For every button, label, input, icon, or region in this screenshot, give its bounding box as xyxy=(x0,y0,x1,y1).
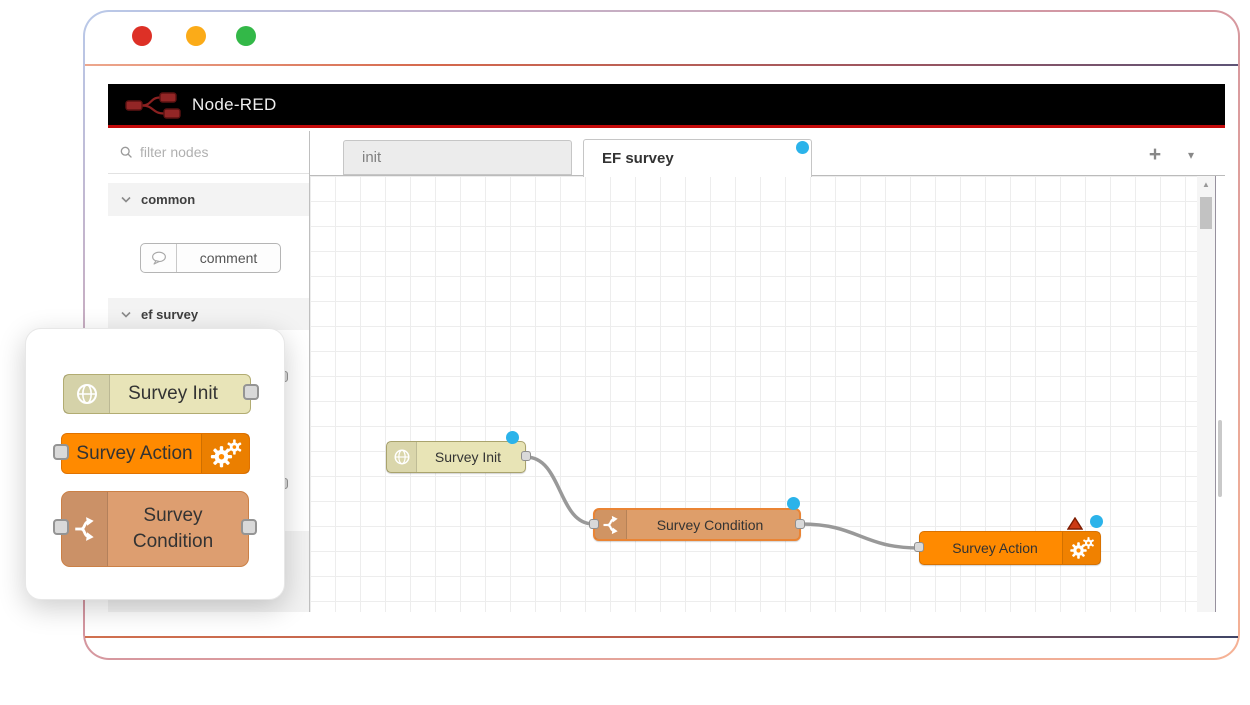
palette-category-common[interactable]: common xyxy=(108,183,309,216)
window-top-divider xyxy=(85,64,1238,66)
flow-node-survey-init[interactable]: Survey Init xyxy=(386,441,531,473)
palette-category-ef-survey[interactable]: ef survey xyxy=(108,298,309,330)
chevron-down-icon xyxy=(121,311,131,318)
node-port-in[interactable] xyxy=(53,519,69,535)
popup-node-survey-condition[interactable]: Survey Condition xyxy=(53,491,257,567)
popup-node-survey-init[interactable]: Survey Init xyxy=(63,374,259,414)
node-label: Survey Condition xyxy=(656,516,764,533)
search-icon xyxy=(120,146,132,158)
branch-icon xyxy=(603,515,618,534)
wire[interactable] xyxy=(524,455,595,526)
tab-label: init xyxy=(362,149,382,166)
node-label: Survey Init xyxy=(128,383,218,404)
nodered-logo-icon xyxy=(125,91,181,119)
node-modified-dot xyxy=(506,431,519,444)
node-port-in[interactable] xyxy=(914,542,924,552)
flow-node-survey-condition[interactable]: Survey Condition xyxy=(589,508,805,541)
tab-ef-survey[interactable]: EF survey xyxy=(583,139,812,177)
globe-icon xyxy=(76,384,97,404)
search-input[interactable] xyxy=(140,144,290,160)
nodered-app: Node-RED common xyxy=(108,84,1225,612)
popup-node-survey-action[interactable]: Survey Action xyxy=(53,433,250,474)
globe-icon xyxy=(394,449,409,465)
traffic-light-close[interactable] xyxy=(132,26,152,46)
wire[interactable] xyxy=(799,522,921,550)
flow-canvas[interactable]: Survey Init xyxy=(310,176,1197,612)
category-label: ef survey xyxy=(141,306,199,322)
tab-modified-dot xyxy=(796,141,809,154)
scrollbar-thumb[interactable] xyxy=(1200,197,1212,229)
gears-icon xyxy=(210,439,241,468)
node-port-out[interactable] xyxy=(795,518,805,529)
node-port-out[interactable] xyxy=(521,451,531,461)
node-port-in[interactable] xyxy=(53,443,69,460)
comment-icon xyxy=(151,251,166,265)
workspace: init EF survey + ▾ xyxy=(310,131,1225,612)
node-label: Survey Condition xyxy=(132,505,214,552)
category-label: common xyxy=(141,192,196,207)
tab-label: EF survey xyxy=(602,150,674,167)
app-title: Node-RED xyxy=(192,94,277,114)
scroll-up-button[interactable]: ▲ xyxy=(1202,179,1210,189)
canvas-scrollbar[interactable]: ▲ xyxy=(1197,176,1216,612)
node-port-out[interactable] xyxy=(243,384,259,400)
node-port-in[interactable] xyxy=(589,518,599,529)
traffic-light-minimize[interactable] xyxy=(186,26,206,46)
palette-node-comment[interactable]: comment xyxy=(140,243,281,273)
node-label: Survey Action xyxy=(952,540,1038,556)
nodered-header: Node-RED xyxy=(108,84,1225,128)
flow-list-button[interactable]: ▾ xyxy=(1187,148,1195,162)
page-scrollbar-thumb[interactable] xyxy=(1218,420,1222,497)
add-flow-button[interactable]: + xyxy=(1148,143,1162,166)
node-error-triangle xyxy=(1067,517,1083,530)
gears-icon xyxy=(1069,537,1094,559)
tab-init[interactable]: init xyxy=(343,140,572,175)
node-label: comment xyxy=(199,250,258,266)
window-bottom-divider xyxy=(85,636,1238,638)
node-label: Survey Action xyxy=(76,442,193,464)
node-modified-dot xyxy=(1090,515,1103,528)
wires-layer xyxy=(524,455,921,550)
node-modified-dot xyxy=(787,497,800,510)
palette-search xyxy=(108,131,309,174)
flow-node-survey-action[interactable]: Survey Action xyxy=(914,531,1101,565)
chevron-down-icon xyxy=(121,196,131,203)
palette-popup: Survey Init xyxy=(25,328,285,600)
window-frame: Node-RED common xyxy=(83,10,1240,660)
traffic-light-maximize[interactable] xyxy=(236,26,256,46)
branch-icon xyxy=(74,517,94,541)
node-port-out[interactable] xyxy=(241,519,257,535)
tab-bar: init EF survey + ▾ xyxy=(310,131,1225,177)
node-label: Survey Init xyxy=(434,449,502,465)
